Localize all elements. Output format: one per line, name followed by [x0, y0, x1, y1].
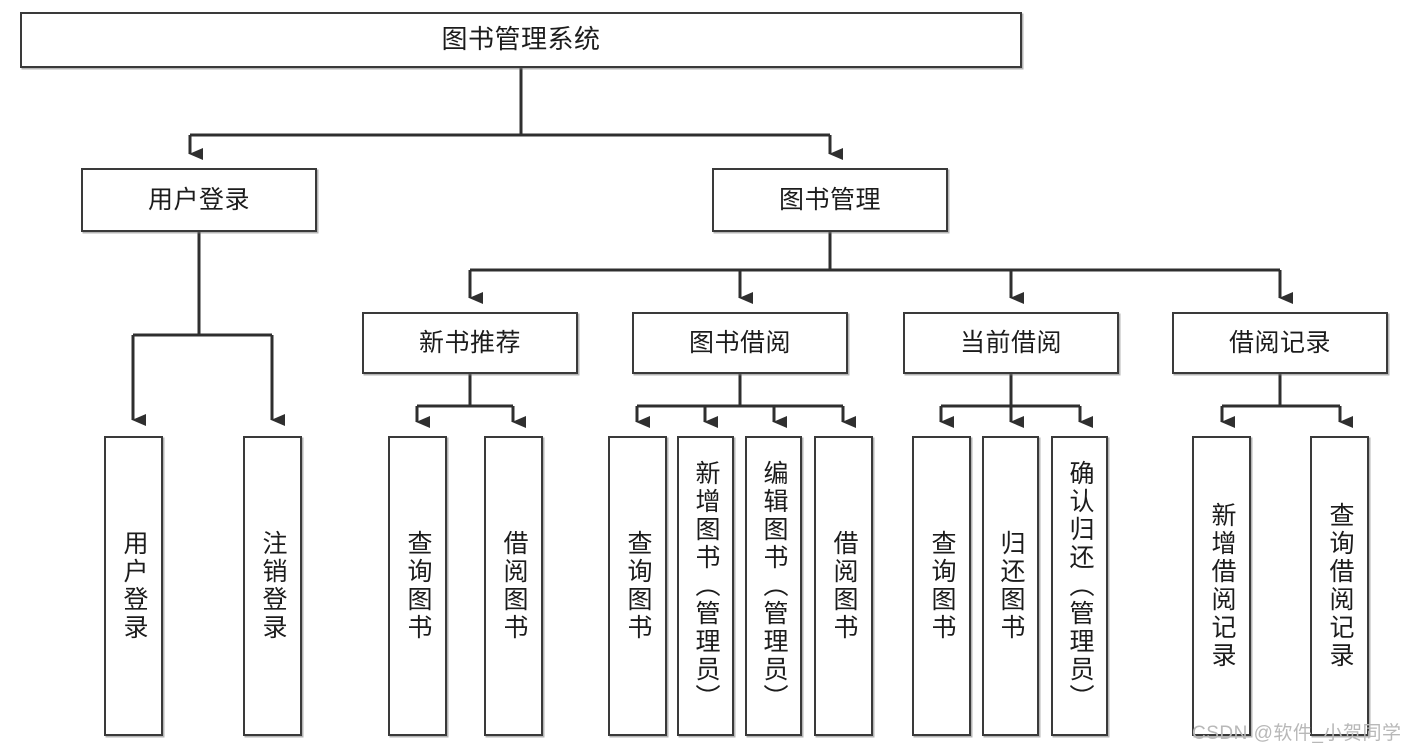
- node-borrow-record[interactable]: 借阅记录: [1172, 312, 1388, 374]
- node-label: 新书推荐: [418, 329, 521, 357]
- leaf-borrow-books-recommend[interactable]: 借阅图书: [484, 436, 543, 736]
- node-label: 新增图书（管理员）: [692, 460, 720, 712]
- node-book-management[interactable]: 图书管理: [712, 168, 948, 232]
- node-label: 确认归还（管理员）: [1066, 460, 1094, 712]
- leaf-query-borrow-record[interactable]: 查询借阅记录: [1310, 436, 1369, 736]
- leaf-user-login[interactable]: 用户登录: [104, 436, 163, 736]
- node-label: 注销登录: [259, 530, 287, 642]
- node-label: 查询图书: [404, 530, 432, 642]
- node-label: 查询借阅记录: [1326, 502, 1354, 670]
- node-new-book-recommend[interactable]: 新书推荐: [362, 312, 578, 374]
- node-label: 图书管理系统: [441, 24, 601, 55]
- leaf-confirm-return-admin[interactable]: 确认归还（管理员）: [1051, 436, 1108, 736]
- node-label: 图书管理: [778, 186, 881, 214]
- leaf-edit-book-admin[interactable]: 编辑图书（管理员）: [745, 436, 802, 736]
- node-label: 借阅记录: [1228, 329, 1331, 357]
- node-root-book-management-system[interactable]: 图书管理系统: [20, 12, 1022, 68]
- node-label: 查询图书: [624, 530, 652, 642]
- node-label: 借阅图书: [500, 530, 528, 642]
- node-current-borrow[interactable]: 当前借阅: [903, 312, 1119, 374]
- node-user-login[interactable]: 用户登录: [81, 168, 317, 232]
- csdn-watermark: CSDN @软件_小贺同学: [1192, 723, 1402, 744]
- leaf-query-books-recommend[interactable]: 查询图书: [388, 436, 447, 736]
- leaf-add-borrow-record[interactable]: 新增借阅记录: [1192, 436, 1251, 736]
- leaf-logout[interactable]: 注销登录: [243, 436, 302, 736]
- leaf-add-book-admin[interactable]: 新增图书（管理员）: [677, 436, 734, 736]
- leaf-return-books[interactable]: 归还图书: [982, 436, 1039, 736]
- node-book-borrow[interactable]: 图书借阅: [632, 312, 848, 374]
- node-label: 用户登录: [147, 186, 250, 214]
- leaf-query-books-current[interactable]: 查询图书: [912, 436, 971, 736]
- node-label: 当前借阅: [959, 329, 1062, 357]
- node-label: 借阅图书: [830, 530, 858, 642]
- node-label: 用户登录: [120, 530, 148, 642]
- node-label: 新增借阅记录: [1208, 502, 1236, 670]
- node-label: 归还图书: [997, 530, 1025, 642]
- leaf-borrow-books[interactable]: 借阅图书: [814, 436, 873, 736]
- node-label: 图书借阅: [688, 329, 791, 357]
- node-label: 查询图书: [928, 530, 956, 642]
- leaf-query-books-borrow[interactable]: 查询图书: [608, 436, 667, 736]
- node-label: 编辑图书（管理员）: [760, 460, 788, 712]
